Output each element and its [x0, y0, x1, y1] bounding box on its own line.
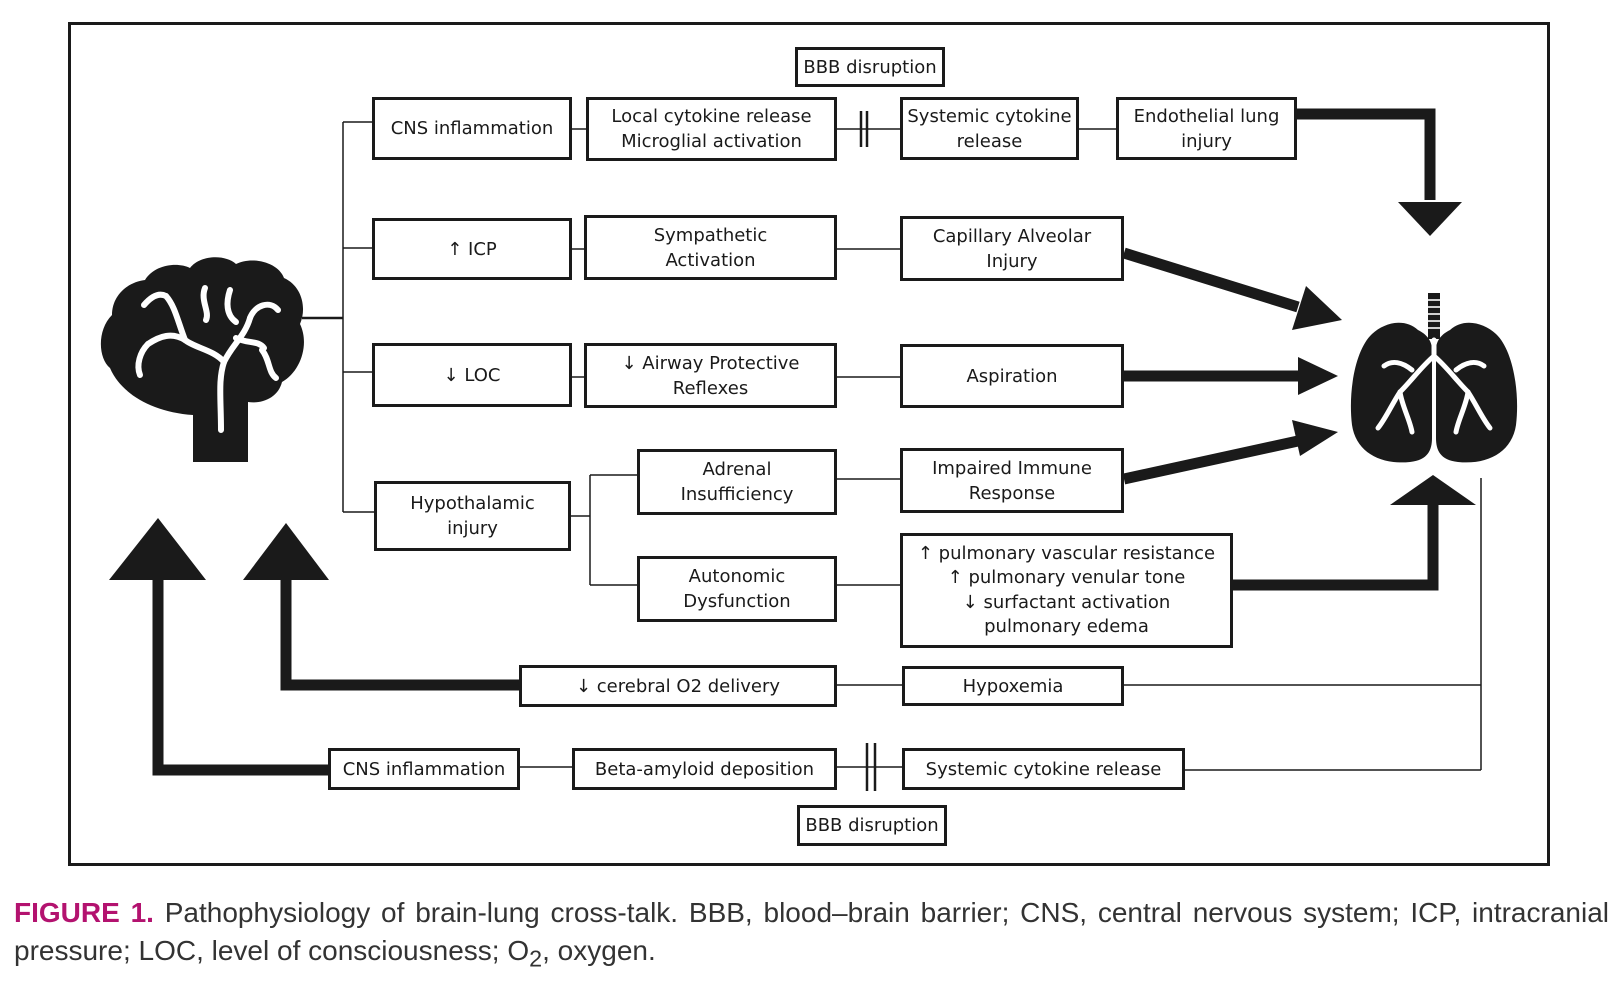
hypoxemia-box: Hypoxemia — [902, 666, 1124, 706]
arrow-cns-to-brain — [152, 578, 328, 776]
arrowhead-aspiration — [1298, 357, 1338, 395]
hypoxemia-label: Hypoxemia — [962, 675, 1064, 697]
autonomic-line2: Dysfunction — [683, 591, 791, 612]
capillary-line2: Injury — [986, 250, 1038, 272]
immune-line1: Impaired Immune — [932, 457, 1092, 479]
arrow-capillary-to-lungs — [1122, 247, 1300, 313]
local-cytokine-line1: Local cytokine release — [611, 106, 812, 127]
beta-amyloid-label: Beta-amyloid deposition — [594, 758, 815, 780]
systemic-cytokine-bottom-box: Systemic cytokine release — [902, 748, 1185, 790]
cns-inflammation-bottom-label: CNS inflammation — [342, 758, 506, 780]
figure-frame — [68, 22, 1550, 866]
figure-caption: FIGURE 1. Pathophysiology of brain-lung … — [14, 894, 1609, 978]
bbb-disruption-top-box: BBB disruption — [795, 47, 945, 87]
cns-inflammation-top-label: CNS inflammation — [390, 118, 554, 139]
hypothalamic-injury-box: Hypothalamic injury — [374, 481, 571, 551]
arrowhead-immune — [1292, 420, 1338, 456]
aspiration-label: Aspiration — [966, 365, 1058, 387]
endothelial-lung-injury-box: Endothelial lung injury — [1116, 97, 1297, 160]
systemic-cytokine-top-line1: Systemic cytokine — [907, 105, 1072, 127]
sympathetic-activation-box: Sympathetic Activation — [584, 215, 837, 280]
arrowhead-pulmonary — [1390, 475, 1476, 505]
cns-inflammation-bottom-box: CNS inflammation — [328, 748, 520, 790]
sympathetic-line1: Sympathetic — [653, 224, 768, 246]
airway-line2: Reflexes — [672, 377, 749, 399]
airway-reflexes-box: ↓ Airway Protective Reflexes — [584, 343, 837, 408]
pulmonary-line3: ↓ surfactant activation — [962, 591, 1171, 613]
bbb-disruption-bottom-box: BBB disruption — [797, 805, 947, 846]
capillary-alveolar-injury-box: Capillary Alveolar Injury — [900, 216, 1124, 281]
pulmonary-effects-box: ↑ pulmonary vascular resistance ↑ pulmon… — [900, 533, 1233, 648]
beta-amyloid-box: Beta-amyloid deposition — [572, 748, 837, 790]
arrow-pulmonary-to-lungs — [1233, 500, 1439, 591]
pulmonary-line4: pulmonary edema — [984, 616, 1149, 637]
brain-icon — [100, 257, 304, 462]
arrowhead-cns-bottom — [109, 518, 206, 580]
pulmonary-line2: ↑ pulmonary venular tone — [947, 567, 1186, 588]
adrenal-line2: Insufficiency — [680, 484, 794, 505]
capillary-line1: Capillary Alveolar — [932, 225, 1092, 247]
autonomic-dysfunction-box: Autonomic Dysfunction — [637, 556, 837, 622]
caption-label: FIGURE 1. — [14, 897, 154, 928]
local-cytokine-box: Local cytokine release Microglial activa… — [586, 97, 837, 161]
arrow-cerebral-to-brain — [280, 578, 519, 691]
impaired-immune-response-box: Impaired Immune Response — [900, 448, 1124, 513]
cerebral-o2-label: ↓ cerebral O2 delivery — [575, 675, 781, 697]
caption-text: Pathophysiology of brain-lung cross-talk… — [14, 897, 1609, 966]
immune-line2: Response — [968, 482, 1056, 504]
bbb-top-label: BBB disruption — [803, 56, 937, 78]
hypothalamic-line1: Hypothalamic — [410, 493, 535, 514]
sympathetic-line2: Activation — [665, 249, 756, 271]
loc-label: ↓ LOC — [443, 364, 501, 386]
caption-text-end: , oxygen. — [542, 935, 656, 966]
local-cytokine-line2: Microglial activation — [621, 131, 802, 152]
lungs-icon — [1350, 293, 1518, 463]
adrenal-line1: Adrenal — [702, 459, 772, 480]
endothelial-line1: Endothelial lung — [1133, 105, 1280, 127]
hypothalamic-line2: injury — [447, 518, 498, 539]
arrow-endothelial-to-lungs — [1296, 108, 1436, 200]
airway-line1: ↓ Airway Protective — [621, 352, 800, 374]
connector-layer — [100, 108, 1518, 791]
systemic-cytokine-bottom-label: Systemic cytokine release — [925, 758, 1162, 780]
bbb-bottom-label: BBB disruption — [805, 815, 939, 836]
adrenal-insufficiency-box: Adrenal Insufficiency — [637, 449, 837, 515]
arrow-immune-to-lungs — [1122, 435, 1300, 485]
icp-label: ↑ ICP — [447, 238, 497, 260]
cerebral-o2-delivery-box: ↓ cerebral O2 delivery — [519, 665, 837, 707]
arrowhead-endothelial — [1398, 202, 1462, 236]
loc-box: ↓ LOC — [372, 343, 572, 407]
cns-inflammation-top-box: CNS inflammation — [372, 97, 572, 160]
endothelial-line2: injury — [1181, 130, 1232, 152]
pulmonary-line1: ↑ pulmonary vascular resistance — [917, 542, 1216, 564]
icp-box: ↑ ICP — [372, 218, 572, 280]
systemic-cytokine-top-box: Systemic cytokine release — [900, 97, 1079, 160]
autonomic-line1: Autonomic — [688, 566, 786, 587]
aspiration-box: Aspiration — [900, 344, 1124, 408]
arrowhead-cerebral — [243, 523, 329, 580]
caption-subscript: 2 — [529, 945, 543, 972]
systemic-cytokine-top-line2: release — [956, 130, 1023, 152]
arrowhead-capillary — [1292, 286, 1342, 330]
